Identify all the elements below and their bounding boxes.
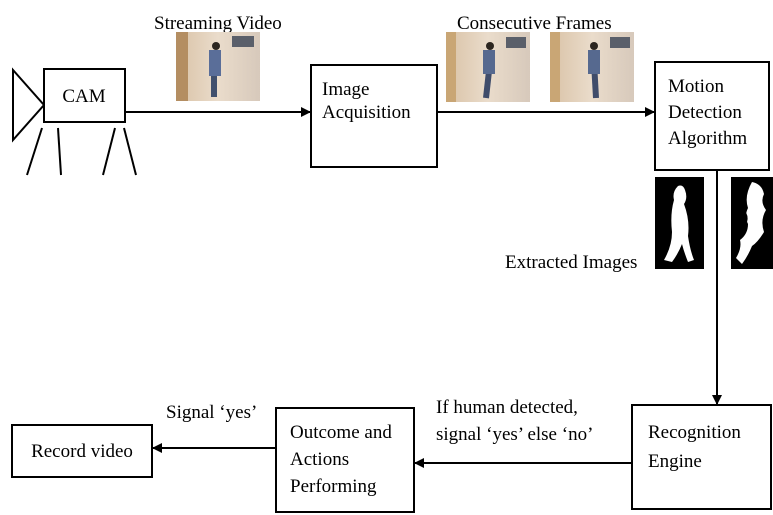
extracted-images-label: Extracted Images	[505, 252, 637, 273]
recognition-engine-label-line2: Engine	[648, 451, 702, 472]
recognition-engine-box	[631, 404, 772, 510]
consecutive-frame-2-thumbnail	[550, 32, 634, 102]
signal-yes-label: Signal ‘yes’	[166, 402, 257, 423]
human-detected-label-line1: If human detected,	[436, 397, 578, 418]
motion-detection-label-line1: Motion	[668, 76, 724, 97]
streaming-video-label: Streaming Video	[154, 13, 282, 34]
extracted-image-1	[655, 177, 704, 269]
camera-icon	[12, 67, 137, 176]
cam-label: CAM	[62, 86, 105, 107]
outcome-actions-label-line3: Performing	[290, 476, 377, 497]
outcome-actions-box	[275, 407, 415, 513]
record-video-label: Record video	[31, 441, 133, 462]
image-acquisition-label-line1: Image	[322, 79, 369, 100]
streaming-video-thumbnail	[176, 32, 260, 101]
record-video-box	[11, 424, 153, 478]
image-acquisition-box	[310, 64, 438, 168]
outcome-actions-label-line1: Outcome and	[290, 422, 392, 443]
outcome-actions-label-line2: Actions	[290, 449, 349, 470]
motion-detection-label-line3: Algorithm	[668, 128, 747, 149]
recognition-engine-label-line1: Recognition	[648, 422, 741, 443]
motion-detection-label-line2: Detection	[668, 102, 742, 123]
human-detected-label-line2: signal ‘yes’ else ‘no’	[436, 424, 593, 445]
extracted-image-2	[731, 177, 773, 269]
consecutive-frames-label: Consecutive Frames	[457, 13, 612, 34]
cam-box	[43, 68, 126, 123]
image-acquisition-label-line2: Acquisition	[322, 102, 411, 123]
consecutive-frame-1-thumbnail	[446, 32, 530, 102]
motion-detection-box	[654, 61, 770, 171]
